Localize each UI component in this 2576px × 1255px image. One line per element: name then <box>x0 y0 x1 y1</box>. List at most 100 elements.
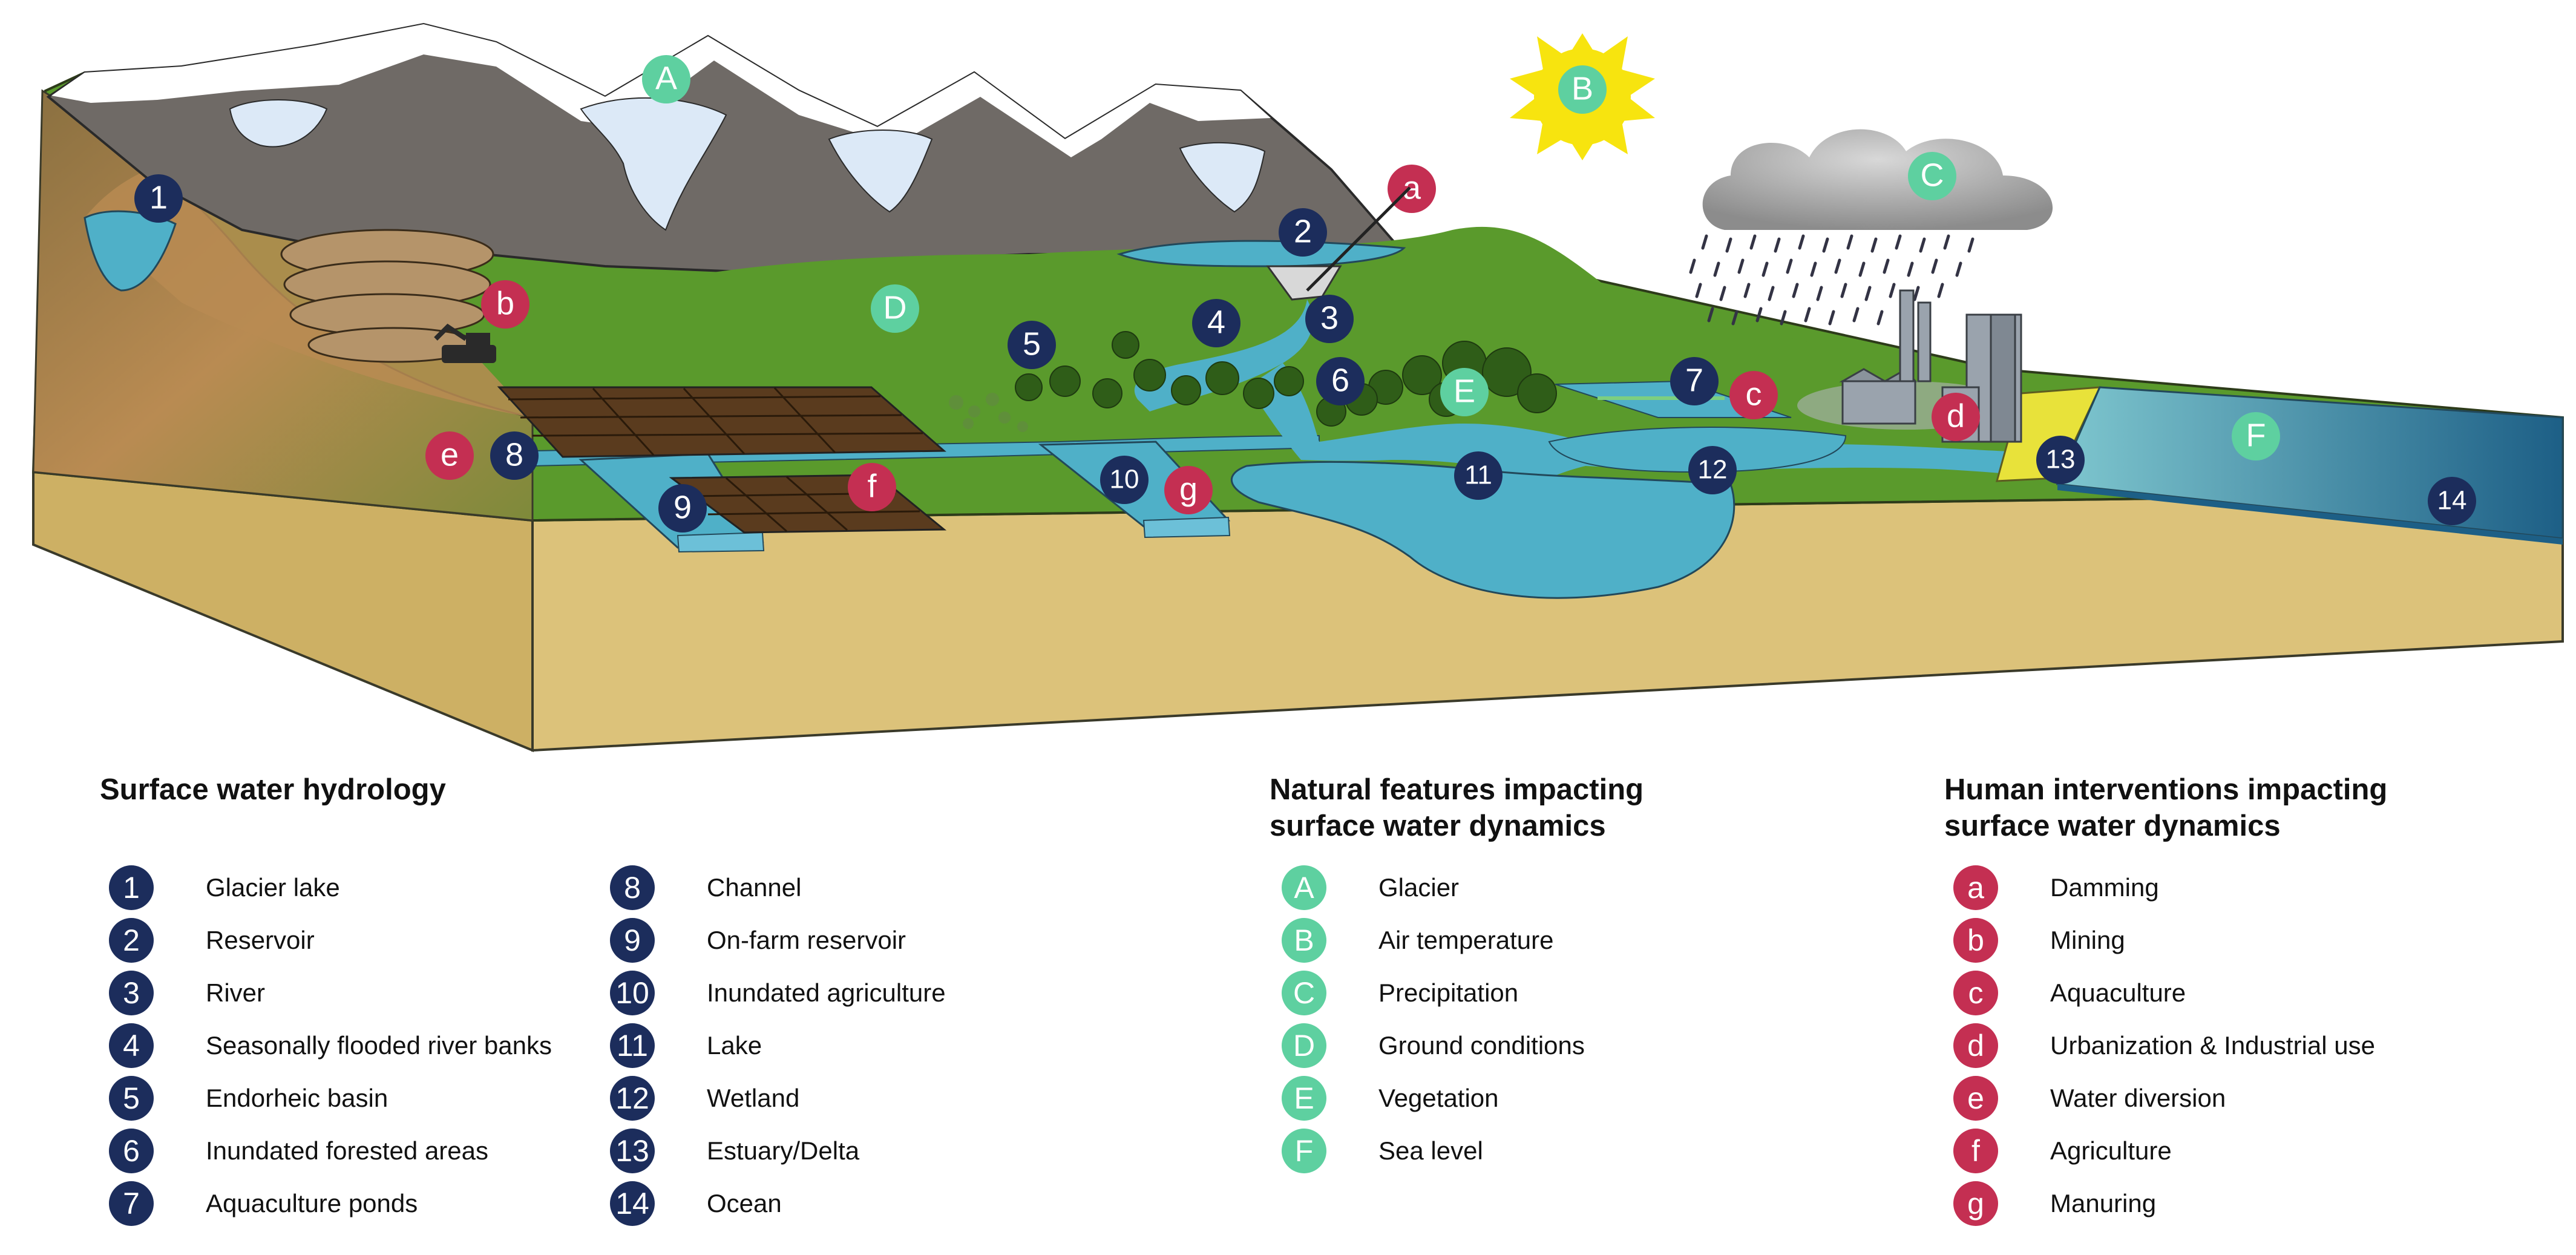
scene-marker-circle <box>848 463 896 511</box>
scene-marker-label: 1 <box>149 179 168 215</box>
scene-marker-human-f: f <box>848 463 896 511</box>
legend-human-title-line1: Human interventions impacting <box>1944 773 2388 806</box>
rain-cloud <box>1689 129 2053 326</box>
legend-marker-hydrology-1: 1 <box>109 865 154 910</box>
scene-marker-circle <box>1729 371 1778 419</box>
legend-hydrology-title: Surface water hydrology <box>100 773 446 806</box>
scene-marker-label: C <box>1921 157 1944 193</box>
scene-marker-human-c: c <box>1729 371 1778 419</box>
scene-marker-natural-A: A <box>642 55 690 103</box>
scene-marker-natural-C: C <box>1908 152 1956 200</box>
scene-marker-hydrology-7: 7 <box>1670 357 1719 405</box>
legend-label-human-c: Aquaculture <box>2050 978 2186 1007</box>
scene-marker-label: b <box>496 285 514 321</box>
legend-label-hydrology-7: Aquaculture ponds <box>206 1189 418 1217</box>
scene-marker-hydrology-4: 4 <box>1192 299 1240 347</box>
glacier-tongue-4 <box>1179 142 1266 213</box>
scene-marker-label: 10 <box>1110 465 1139 494</box>
scene-marker-circle <box>1192 299 1240 347</box>
legend-marker-hydrology-3: 3 <box>109 971 154 1015</box>
scene-marker-circle <box>2036 436 2085 484</box>
scene-marker-circle <box>1164 466 1213 514</box>
scene-marker-circle <box>1440 368 1489 416</box>
inundated-agriculture-edge <box>1142 516 1231 539</box>
green-foothills <box>533 226 1997 424</box>
scene-marker-label: A <box>655 60 677 96</box>
legend-natural: Natural features impacting surface water… <box>1270 772 1875 1244</box>
field-upper <box>497 386 946 458</box>
legend-label-hydrology-10: Inundated agriculture <box>707 978 946 1007</box>
legend-label-hydrology-5: Endorheic basin <box>206 1084 388 1112</box>
scene-marker-label: 12 <box>1698 455 1728 485</box>
legend-marker-human-d: d <box>1953 1023 1998 1068</box>
scene-marker-circle <box>1558 65 1607 114</box>
legend-natural-title-line2: surface water dynamics <box>1270 810 1606 842</box>
legend-marker-natural-A: A <box>1282 865 1326 910</box>
legend-marker-hydrology-13: 13 <box>610 1129 655 1173</box>
scene-marker-circle <box>1316 357 1365 405</box>
scene-marker-human-e: e <box>425 431 474 480</box>
scene-marker-label: B <box>1571 70 1593 106</box>
scene-marker-circle <box>871 284 919 333</box>
scene-marker-hydrology-8: 8 <box>490 431 539 480</box>
scene-marker-label: 13 <box>2046 445 2076 474</box>
scene-marker-circle <box>1908 152 1956 200</box>
legend-marker-hydrology-9: 9 <box>610 918 655 963</box>
scene-marker-label: 6 <box>1331 362 1349 398</box>
rain <box>1689 234 1975 326</box>
fields <box>280 229 947 534</box>
scene-marker-human-g: g <box>1164 466 1213 514</box>
legend-marker-hydrology-8: 8 <box>610 865 655 910</box>
scene-marker-label: 14 <box>2437 486 2467 516</box>
scene-marker-label: E <box>1454 373 1475 409</box>
legend-marker-hydrology-11: 11 <box>610 1023 655 1068</box>
scene-marker-label: 7 <box>1685 362 1703 398</box>
scene-marker-circle <box>134 174 183 223</box>
legend-label-hydrology-8: Channel <box>707 873 802 902</box>
scene-marker-label: g <box>1179 471 1198 507</box>
scene-marker-natural-F: F <box>2232 412 2280 460</box>
scene-marker-label: 11 <box>1464 460 1492 490</box>
shrubs <box>949 393 1028 432</box>
scene-marker-circle <box>1388 165 1436 213</box>
scene-marker-hydrology-2: 2 <box>1279 208 1327 257</box>
legend-label-human-a: Damming <box>2050 873 2159 902</box>
legend-marker-natural-F: F <box>1282 1129 1326 1173</box>
legend-marker-human-f: f <box>1953 1129 1998 1173</box>
scene-marker-human-b: b <box>481 280 529 329</box>
legend-marker-hydrology-10: 10 <box>610 971 655 1015</box>
cloud <box>1702 129 2053 230</box>
legend-marker-natural-B: B <box>1282 918 1326 963</box>
reservoir <box>1116 240 1406 267</box>
on-farm-reservoir-edge <box>677 531 765 553</box>
scene-marker-natural-E: E <box>1440 368 1489 416</box>
scene-marker-hydrology-1: 1 <box>134 174 183 223</box>
scene-marker-label: f <box>867 468 877 504</box>
legend-marker-hydrology-12: 12 <box>610 1076 655 1121</box>
legend-label-natural-F: Sea level <box>1378 1136 1483 1165</box>
scene-marker-label: 8 <box>505 436 523 473</box>
glacier-lake <box>84 210 177 292</box>
scene-marker-circle <box>1305 295 1354 343</box>
scene-marker-hydrology-12: 12 <box>1688 446 1737 494</box>
legend-marker-natural-C: C <box>1282 971 1326 1015</box>
glacier-tongue-3 <box>828 129 933 213</box>
scene-marker-hydrology-6: 6 <box>1316 357 1365 405</box>
legend-label-hydrology-1: Glacier lake <box>206 873 340 902</box>
legend-label-human-f: Agriculture <box>2050 1136 2172 1165</box>
scene-marker-circle <box>1688 446 1737 494</box>
legend-label-natural-D: Ground conditions <box>1378 1031 1585 1060</box>
scene-marker-label: d <box>1947 398 1965 434</box>
legend-marker-hydrology-6: 6 <box>109 1129 154 1173</box>
legend-label-human-d: Urbanization & Industrial use <box>2050 1031 2375 1060</box>
legend-label-hydrology-3: River <box>206 978 266 1007</box>
scene-marker-label: 3 <box>1320 300 1339 336</box>
legend-human-title-line2: surface water dynamics <box>1944 810 2281 842</box>
scene-marker-hydrology-14: 14 <box>2428 477 2476 525</box>
legend-marker-human-c: c <box>1953 971 1998 1015</box>
scene-marker-circle <box>1670 357 1719 405</box>
legend-marker-human-b: b <box>1953 918 1998 963</box>
scene-marker-label: c <box>1746 376 1762 412</box>
